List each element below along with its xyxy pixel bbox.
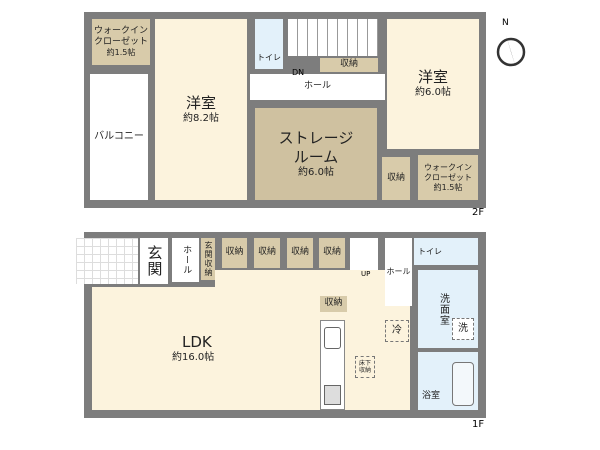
underfloor-storage: 床下 収納 [355,356,375,378]
entrance-porch [76,238,138,284]
storage-room: ストレージ ルーム約6.0帖 [255,108,377,200]
storage-1f-2: 収納 [254,238,280,268]
compass-north-label: N [502,18,509,28]
balcony-label: バルコニー [94,130,144,142]
storage-1f-4: 収納 [319,238,345,268]
room-size: 約1.5帖 [106,48,136,58]
room-size: 約6.0帖 [298,166,334,178]
fridge-label: 冷 [392,324,402,336]
stairs-up-label: UP [361,270,371,278]
bath-label: 浴室 [422,390,441,401]
stove-icon [324,385,341,405]
storage-label: 収納 [290,247,309,258]
storage-label: 収納 [322,247,341,258]
storage-1f-1: 収納 [222,238,247,268]
room-name: ウォークイン クローゼット [424,162,472,182]
compass-icon [496,35,526,68]
kitchen-counter [320,320,345,410]
walkin-closet-2f-left: ウォークイン クローゼット約1.5帖 [92,19,150,65]
storage-label: 収納 [225,247,244,258]
floor2-label: 2F [472,207,485,218]
entrance-storage: 玄関収納 [201,238,215,280]
toilet-2f: トイレ [255,19,283,69]
fridge-space: 冷 [385,320,409,342]
compass: N [492,18,532,74]
western-room-8-2: 洋室約8.2帖 [155,19,247,200]
storage-label: 収納 [257,247,276,258]
storage-2f-hall: 収納 [320,58,378,72]
room-name: 洋室 [417,68,448,87]
room-name: ウォークイン クローゼット [93,25,148,47]
toilet-label: トイレ [418,246,442,256]
floor1-label: 1F [472,419,485,430]
storage-1f-3: 収納 [287,238,313,268]
hall-2f: ホール [250,74,385,100]
kitchen-storage: 収納 [320,296,347,312]
bathtub-icon [452,362,474,406]
toilet-label: トイレ [257,53,281,62]
room-name: 洋室 [185,93,216,112]
western-room-6-0: 洋室約6.0帖 [387,19,479,149]
room-size: 約8.2帖 [183,112,219,124]
entrance-label: 玄関 [145,245,164,277]
room-name: ストレージ ルーム [278,129,354,166]
washer-space: 洗 [452,318,474,340]
storage-2f-right: 収納 [382,157,410,200]
washroom-label: 洗面室 [437,292,449,326]
balcony: バルコニー [90,74,148,200]
stairs-2f [288,19,378,56]
entrance: 玄関 [140,238,168,284]
toilet-1f: トイレ [414,238,478,265]
walkin-closet-2f-right: ウォークイン クローゼット約1.5帖 [418,155,478,200]
storage-label: 玄関収納 [204,241,213,277]
hall-label: ホール [386,267,411,276]
ldk-name: LDK [182,332,212,351]
storage-label: 収納 [324,298,343,309]
underfloor-label: 床下 収納 [358,359,371,375]
room-size: 約6.0帖 [415,87,451,99]
room-size: 約1.5帖 [433,182,463,192]
storage-label: 収納 [339,59,358,70]
hall-label: ホール [181,245,192,275]
hall-1f-left: ホール [172,238,199,282]
ldk-size: 約16.0帖 [172,351,215,363]
hall-label: ホール [303,81,331,92]
sink-icon [324,327,341,349]
stairs-1f [350,238,378,272]
storage-label: 収納 [386,172,405,183]
stairs-dn-label: DN [292,68,305,77]
washer-label: 洗 [458,322,468,334]
ldk-upper [215,270,410,290]
hall-1f-right: ホール [385,238,412,306]
